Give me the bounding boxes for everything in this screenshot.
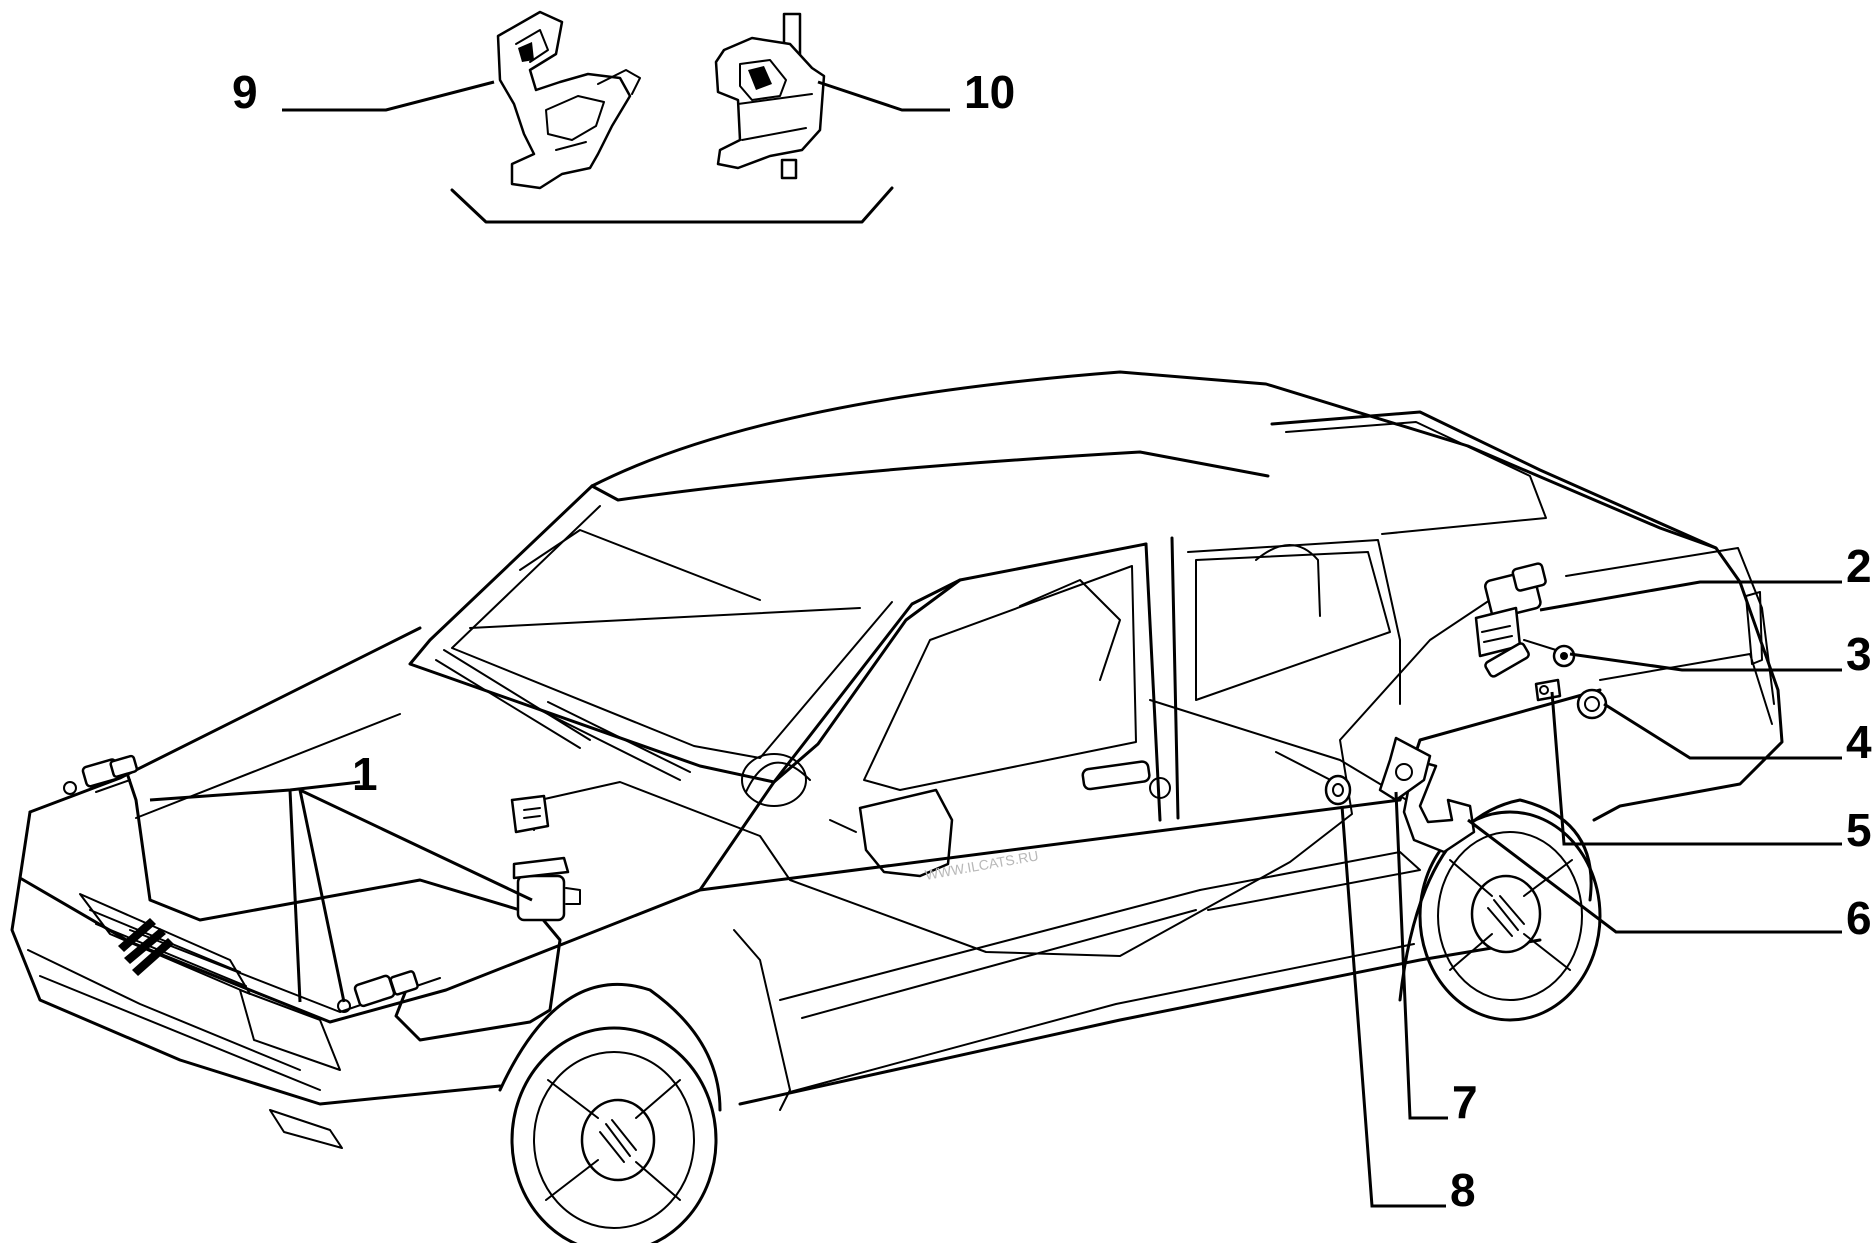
leader-9	[282, 80, 495, 112]
part-5-clip	[1534, 678, 1562, 702]
part-1-washer-system	[63, 579, 1521, 1042]
callout-2: 2	[1846, 540, 1872, 592]
leader-6	[1467, 818, 1842, 934]
callout-10: 10	[964, 66, 1015, 118]
leader-8	[1340, 805, 1446, 1208]
leader-3	[1569, 652, 1842, 672]
callout-3: 3	[1846, 628, 1872, 680]
part-2-pump	[1474, 562, 1547, 658]
inset-parts	[282, 10, 950, 224]
rear-components	[1324, 562, 1842, 1208]
part-4-grommet	[1576, 688, 1608, 720]
leader-5	[1550, 691, 1842, 846]
part-8-grommet	[1324, 774, 1352, 806]
leader-7	[1394, 791, 1448, 1120]
part-9-bracket	[496, 10, 641, 190]
callout-7: 7	[1452, 1076, 1478, 1128]
callout-4: 4	[1846, 716, 1872, 768]
leader-4	[1603, 702, 1842, 760]
part-10-valve	[714, 12, 826, 180]
car-outline	[10, 370, 1784, 1243]
leader-2	[1539, 580, 1842, 612]
callout-5: 5	[1846, 804, 1872, 856]
callout-9: 9	[232, 66, 258, 118]
callout-8: 8	[1450, 1164, 1476, 1216]
leader-10	[817, 80, 950, 112]
callout-1: 1	[352, 748, 378, 800]
callout-6: 6	[1846, 892, 1872, 944]
inset-bracket	[450, 186, 894, 224]
